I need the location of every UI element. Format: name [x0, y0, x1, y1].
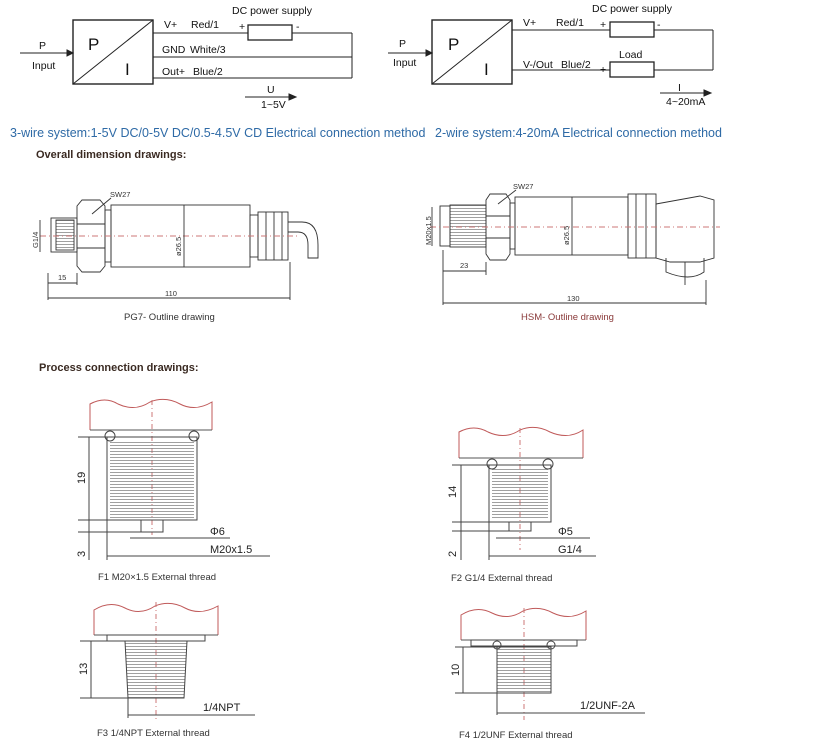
- outplus-label: Out+: [162, 66, 185, 78]
- range-label: 1~5V: [261, 99, 286, 111]
- process-connection-heading: Process connection drawings:: [39, 362, 199, 374]
- f4-dimensions: 10 1/2UNF-2A: [450, 664, 636, 712]
- f1-base: 3: [76, 551, 88, 557]
- dc-supply-box: [247, 24, 293, 41]
- vplus-label: V+: [523, 17, 536, 29]
- three-wire-caption: 3-wire system:1-5V DC/0-5V DC/0.5-4.5V C…: [10, 126, 426, 140]
- blue-label: Blue/2: [561, 59, 591, 71]
- red-label: Red/1: [191, 19, 219, 31]
- red-label: Red/1: [556, 17, 584, 29]
- p-label: P: [39, 40, 46, 52]
- hsm-dim-23: 23: [460, 261, 468, 270]
- blue-label: Blue/2: [193, 66, 223, 78]
- i-label: I: [678, 82, 681, 94]
- f1-phi: Φ6: [210, 526, 225, 538]
- white-label: White/3: [190, 44, 226, 56]
- p-label: P: [399, 38, 406, 50]
- box-p-label: P: [448, 35, 459, 54]
- box-i-label: I: [125, 60, 130, 79]
- minus-label: -: [296, 21, 300, 33]
- overall-dimension-heading: Overall dimension drawings:: [36, 149, 187, 161]
- wiring-3wire-labels: P Input P I V+ Red/1 DC power supply + -…: [32, 5, 313, 111]
- f2-thread: G1/4: [558, 544, 582, 556]
- pg7-thread-label: G1/4: [31, 232, 40, 248]
- pg7-sw-label: SW27: [110, 190, 130, 199]
- f3-height: 13: [78, 663, 90, 675]
- hsm-dia-label: ø26.5: [562, 226, 571, 245]
- pg7-dia-label: ø26.5: [174, 237, 183, 256]
- f1-height: 19: [76, 472, 88, 484]
- wiring-diagram-3wire: [20, 19, 353, 101]
- f4-process-drawing: [455, 607, 645, 720]
- vplus-label: V+: [164, 19, 177, 31]
- f2-dimensions: 14 2 Φ5 G1/4: [447, 486, 582, 557]
- box-p-label: P: [88, 35, 99, 54]
- f2-base: 2: [447, 551, 459, 557]
- f2-caption: F2 G1/4 External thread: [451, 573, 553, 584]
- hsm-sw-label: SW27: [513, 182, 533, 191]
- u-label: U: [267, 84, 275, 96]
- gnd-label: GND: [162, 44, 186, 56]
- plus-label: +: [600, 19, 606, 31]
- f3-thread: 1/4NPT: [203, 702, 241, 714]
- f2-process-drawing: [452, 426, 596, 560]
- load-label: Load: [619, 49, 643, 61]
- plus-label-2: +: [600, 64, 606, 76]
- vout-label: V-/Out: [523, 59, 553, 71]
- sensor-box-diagonal: [72, 19, 154, 85]
- f1-caption: F1 M20×1.5 External thread: [98, 572, 217, 583]
- f2-phi: Φ5: [558, 526, 573, 538]
- hsm-caption: HSM- Outline drawing: [521, 312, 614, 323]
- plus-label: +: [239, 21, 245, 33]
- f3-process-drawing: [80, 602, 255, 720]
- f2-height: 14: [447, 486, 459, 498]
- pg7-outline-drawing: [39, 197, 319, 300]
- f4-height: 10: [450, 664, 462, 676]
- hsm-dim-130: 130: [567, 294, 580, 303]
- wiring-2wire-labels: P Input P I V+ Red/1 DC power supply + -…: [393, 3, 705, 108]
- range-label: 4~20mA: [666, 96, 705, 108]
- input-label: Input: [32, 60, 55, 72]
- minus-label: -: [657, 19, 661, 31]
- sensor-box: [72, 19, 154, 85]
- f1-process-drawing: [78, 398, 270, 560]
- pg7-caption: PG7- Outline drawing: [124, 312, 215, 323]
- f1-thread: M20x1.5: [210, 544, 252, 556]
- input-label: Input: [393, 57, 416, 69]
- f1-dimensions: 19 3 Φ6 M20x1.5: [76, 472, 252, 557]
- hsm-thread-label: M20x1.5: [424, 216, 433, 245]
- f4-caption: F4 1/2UNF External thread: [459, 730, 573, 741]
- hsm-outline-drawing: [430, 189, 720, 305]
- f3-caption: F3 1/4NPT External thread: [97, 728, 210, 739]
- two-wire-caption: 2-wire system:4-20mA Electrical connecti…: [435, 126, 722, 140]
- hsm-dimensions: SW27 M20x1.5 ø26.5 23 130: [424, 182, 580, 303]
- minus-label-2: -: [657, 64, 661, 76]
- box-i-label: I: [484, 60, 489, 79]
- dc-label: DC power supply: [232, 5, 313, 17]
- f3-dimensions: 13 1/4NPT: [78, 663, 241, 714]
- dc-label: DC power supply: [592, 3, 673, 15]
- pg7-dim-110: 110: [165, 289, 177, 298]
- f4-thread: 1/2UNF-2A: [580, 700, 636, 712]
- pg7-dim-15: 15: [58, 273, 66, 282]
- pg7-dimensions: SW27 G1/4 ø26.5 15 110: [31, 190, 183, 298]
- wiring-diagram-2wire: [388, 19, 714, 97]
